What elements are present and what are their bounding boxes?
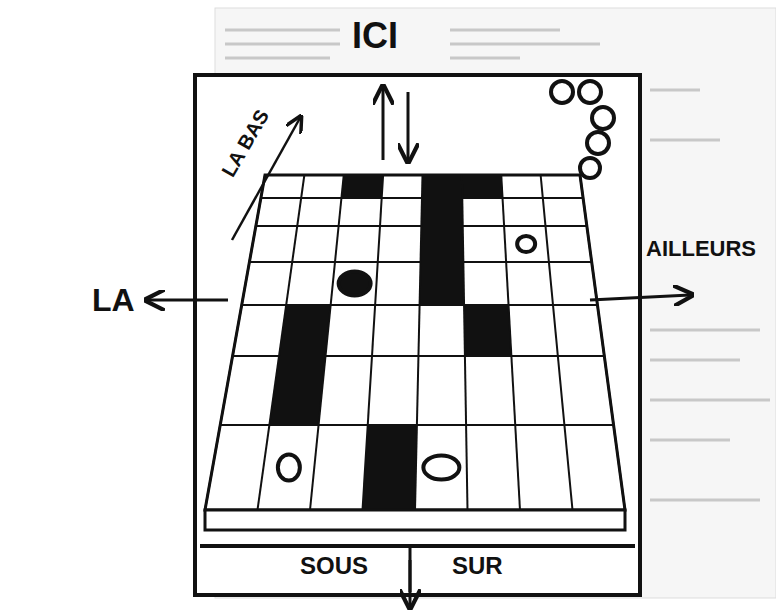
dark-square (363, 425, 417, 510)
left-label: LA (92, 284, 135, 316)
grid-line (541, 175, 573, 510)
arrow-up (382, 88, 385, 160)
game-piece (278, 455, 300, 481)
grid-line (462, 175, 468, 510)
dark-square (421, 198, 462, 226)
dark-square (279, 305, 331, 356)
grid-line (415, 175, 423, 510)
dark-square (462, 175, 503, 198)
bottom-right-label: SUR (452, 554, 503, 578)
dark-square (422, 175, 462, 198)
dark-square (341, 175, 383, 198)
grid-line (580, 175, 625, 510)
dark-square (420, 262, 464, 305)
grid-line (258, 175, 305, 510)
board-outline (205, 175, 625, 510)
bottom-left-label: SOUS (300, 554, 368, 578)
grid-line (501, 175, 520, 510)
game-piece (339, 272, 371, 296)
grid-line (205, 175, 265, 510)
grid-line (363, 175, 384, 510)
game-board (205, 175, 625, 510)
dark-square (464, 305, 511, 356)
arrow-bottom (409, 560, 412, 606)
grid-line (310, 175, 344, 510)
arrow-down (407, 92, 410, 160)
spare-pieces (551, 81, 614, 178)
arrow-right (590, 295, 690, 300)
right-label: AILLEURS (646, 238, 756, 260)
arrow-left (148, 299, 228, 302)
top-label: ICI (352, 18, 398, 54)
game-piece (423, 456, 459, 480)
dark-square (421, 226, 464, 262)
game-piece (517, 236, 535, 252)
